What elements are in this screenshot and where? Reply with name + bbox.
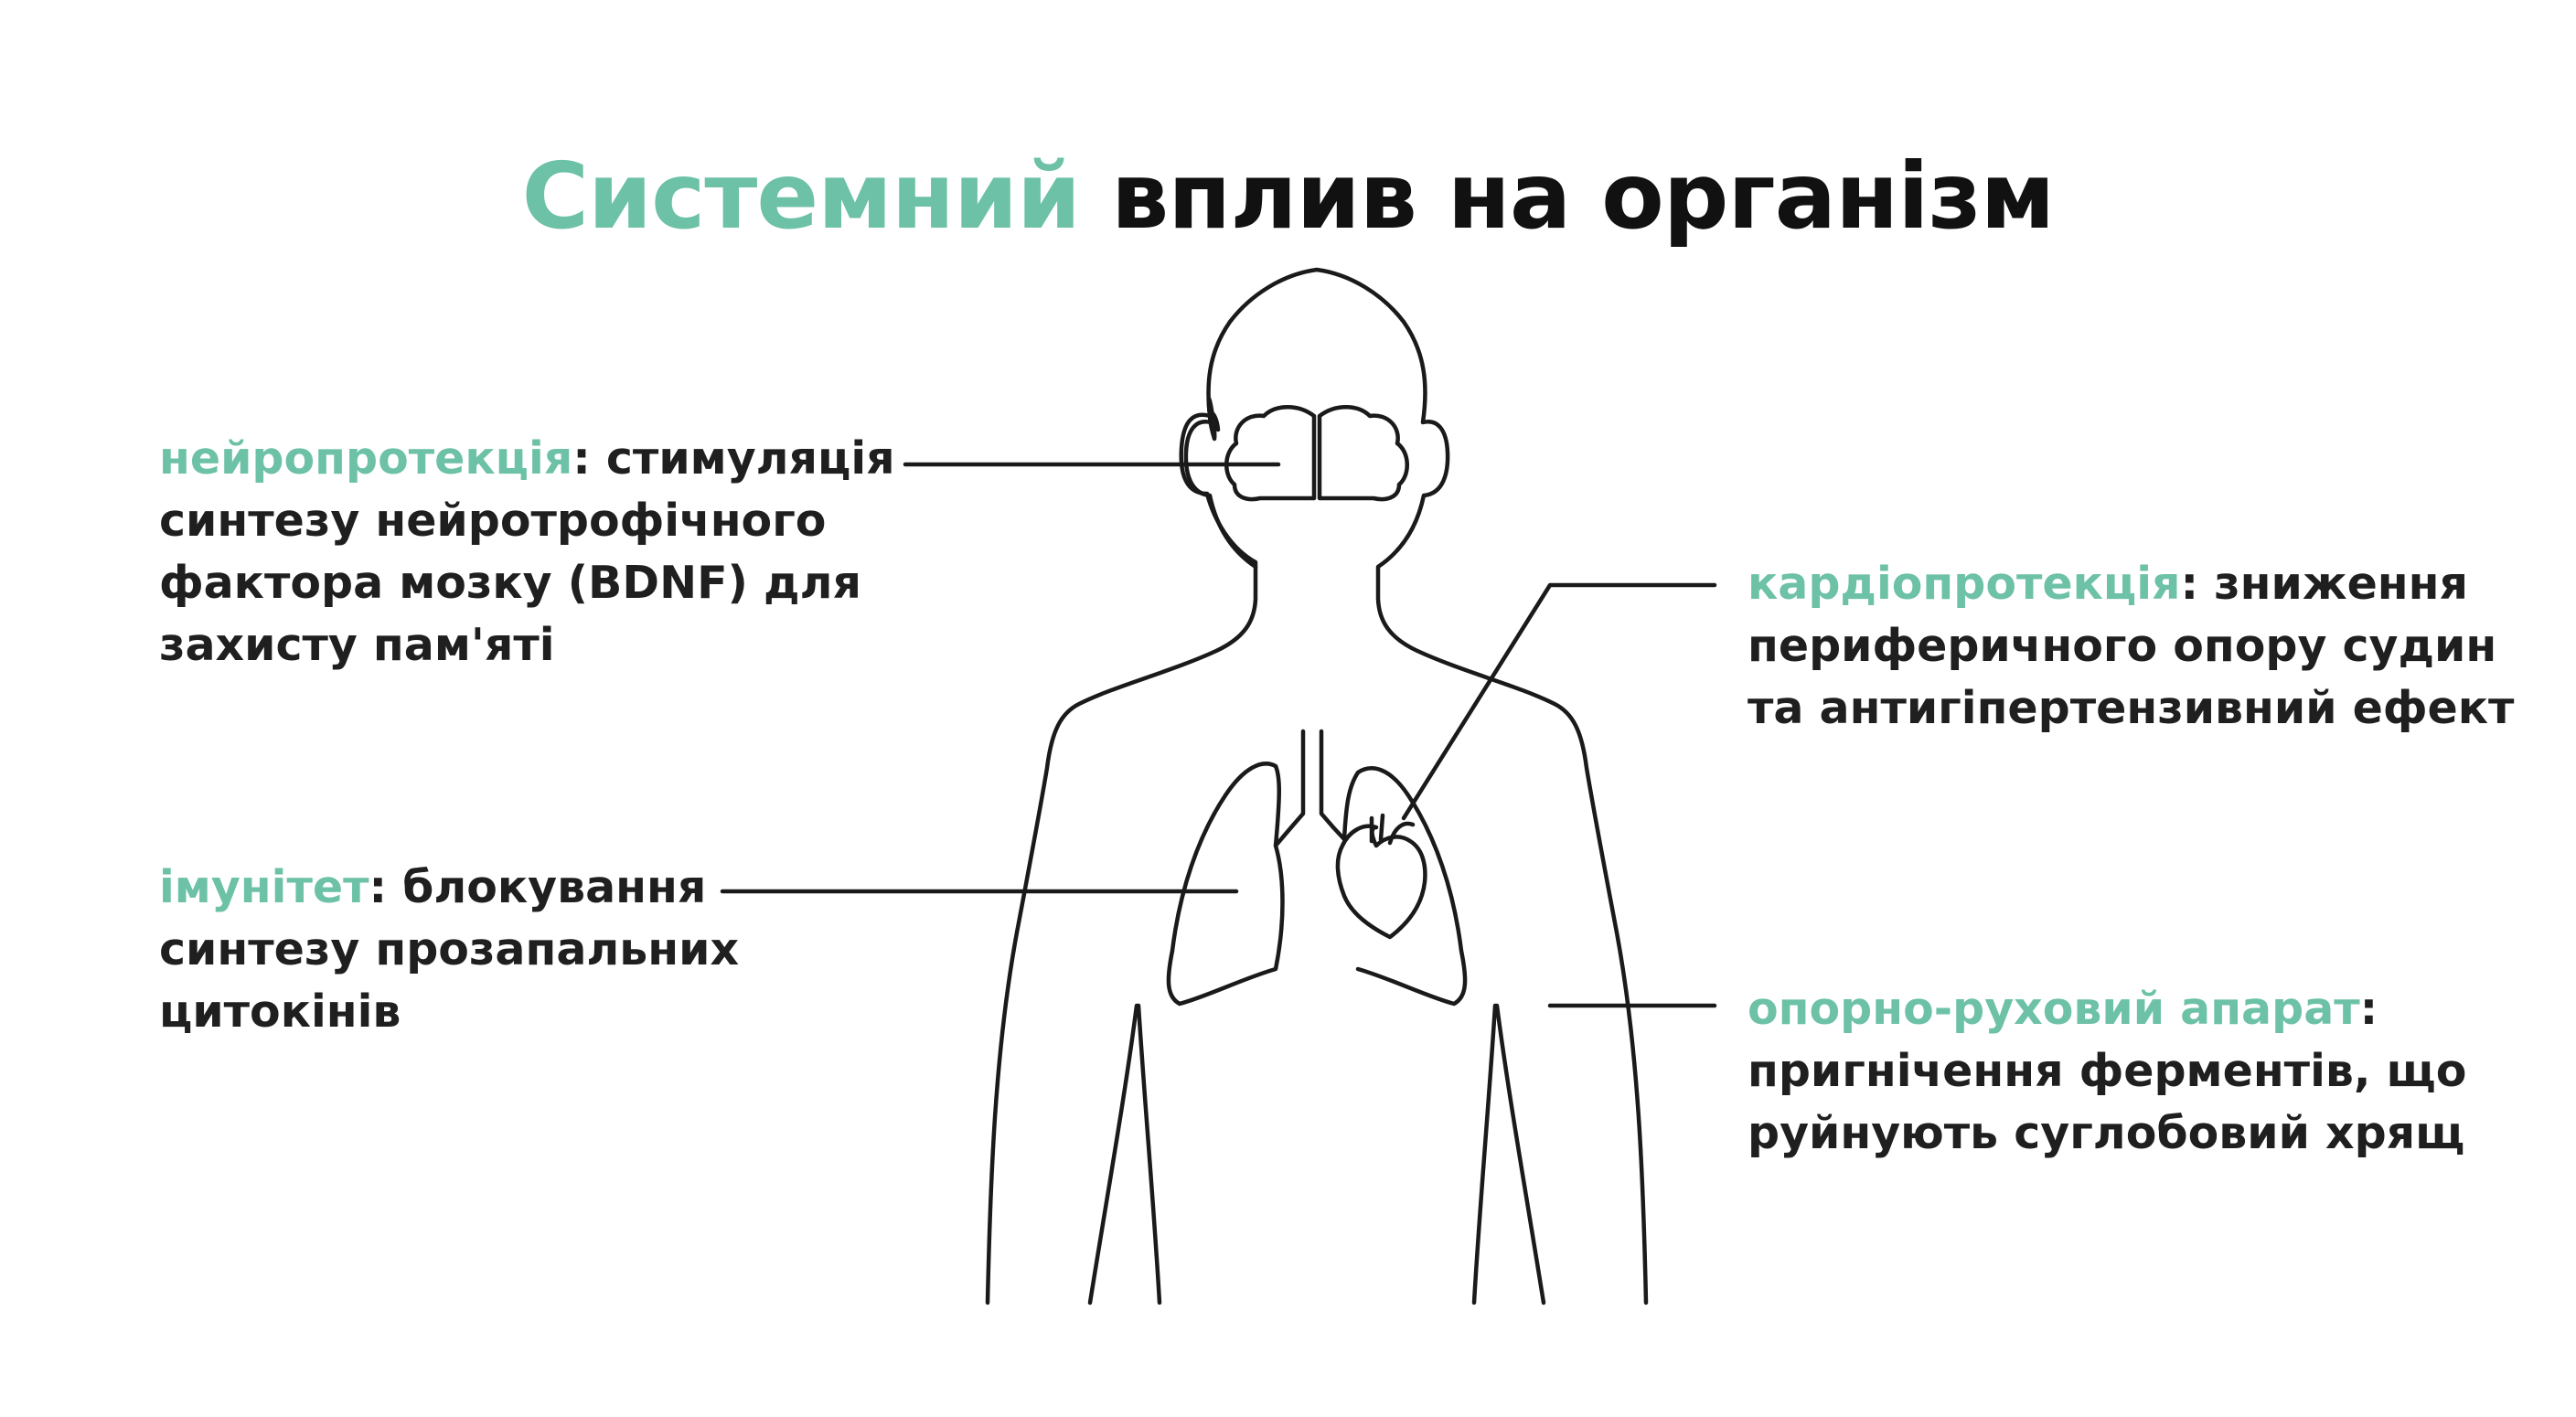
callout-text: : пригнічення ферментів, що руйнують суг… [1748, 983, 2467, 1159]
brain-icon [1224, 405, 1409, 502]
callout-text: : стимуляція синтезу нейротрофічного фак… [159, 432, 895, 671]
lungs-icon [1166, 729, 1468, 1007]
callout-immunity: імунітет: блокування синтезу прозапальни… [159, 857, 836, 1043]
human-body-outline-icon [985, 267, 1649, 1305]
callout-keyword: кардіопротекція [1748, 558, 2181, 610]
callout-neuroprotection: нейропротекція: стимуляція синтезу нейро… [159, 428, 927, 677]
callout-keyword: опорно-руховий апарат [1748, 983, 2360, 1035]
callout-text: : зниження периферичного опору судин та … [1748, 558, 2515, 734]
heart-icon [1335, 813, 1427, 940]
page-title: Системний вплив на організм [0, 137, 2576, 256]
leader-line-cardio [1401, 582, 1717, 821]
title-rest: вплив на організм [1110, 143, 2055, 250]
callout-text: : блокування синтезу прозапальних цитокі… [159, 861, 740, 1038]
callout-musculoskeletal: опорно-руховий апарат: пригнічення ферме… [1748, 978, 2552, 1165]
callout-keyword: імунітет [159, 861, 369, 913]
callout-cardioprotection: кардіопротекція: зниження периферичного … [1748, 553, 2552, 740]
callout-keyword: нейропротекція [159, 432, 573, 485]
title-accent: Системний [521, 143, 1081, 250]
